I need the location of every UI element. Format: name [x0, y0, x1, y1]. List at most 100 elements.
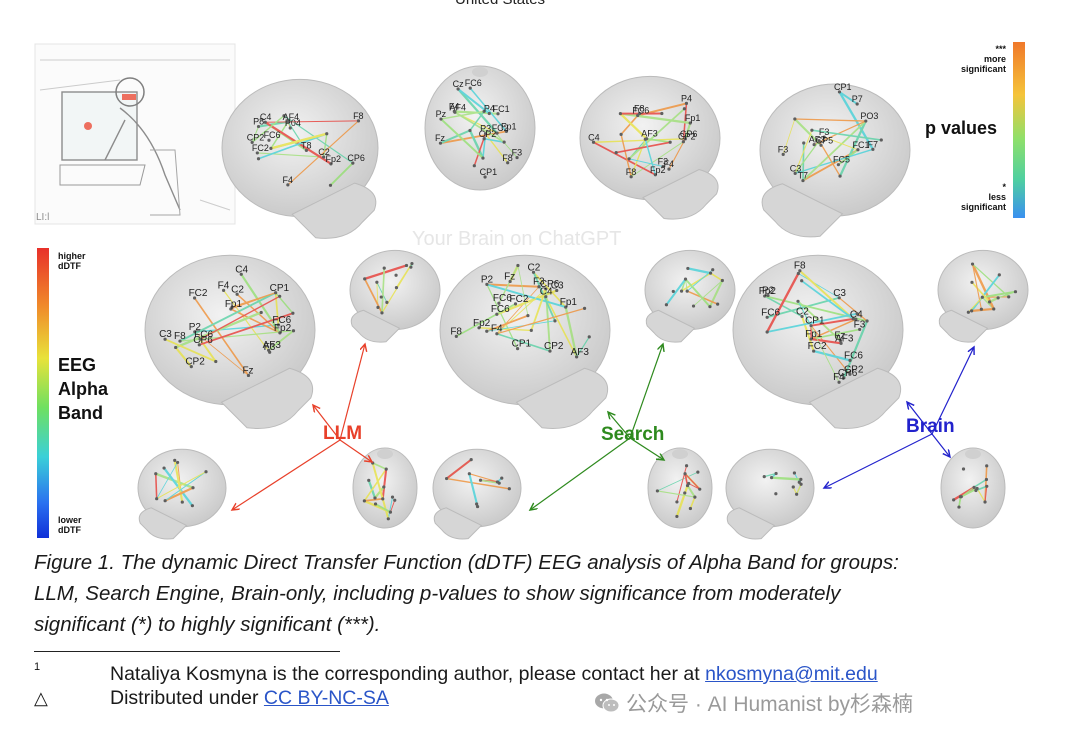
- electrode-label: C3: [551, 280, 564, 291]
- group-label-llm: LLM: [323, 423, 363, 444]
- electrode-label: F3: [854, 319, 866, 330]
- electrode-label: P2: [481, 274, 494, 285]
- electrode-label: F3: [778, 144, 789, 154]
- electrode-label: CP2: [678, 132, 696, 142]
- electrode-label: Fz: [834, 330, 845, 341]
- p-value-colorbar: [1013, 42, 1025, 218]
- electrode-label: F3: [819, 127, 830, 137]
- electrode-label: Fz: [435, 133, 445, 143]
- electrode-label: CP2: [185, 357, 205, 368]
- electrode-label: Fp2: [473, 318, 491, 329]
- electrode-label: Pz: [436, 109, 447, 119]
- p-value-less-label: * less significant: [950, 182, 1006, 212]
- electrode-label: P3: [480, 124, 491, 134]
- electrode-label: P04: [285, 118, 301, 128]
- electrode-label: F4: [491, 324, 503, 335]
- connections-head-3: [591, 101, 692, 179]
- connections-head-1: [250, 114, 361, 187]
- eeg-alpha-band-title: EEG Alpha Band: [58, 355, 109, 423]
- electrode-label: CP1: [834, 82, 852, 92]
- electrode-label: F4: [664, 159, 675, 169]
- electrode-label: F3: [533, 277, 545, 288]
- electrode-label: FC6: [465, 78, 482, 88]
- electrode-label: FC6: [844, 350, 863, 361]
- email-link[interactable]: nkosmyna@mit.edu: [705, 663, 878, 685]
- head-small-side-group-3: [937, 249, 1029, 343]
- electrode-label: F3: [658, 157, 669, 167]
- electrode-label: FC6: [491, 304, 510, 315]
- electrode-label: T8: [301, 140, 312, 150]
- labels-large-group-3: CP1CP2P2C2FC2C3F3FC6C4FzAF3Fp1CP6FC6F4Fp…: [759, 261, 866, 383]
- head-small-left-group-3: [725, 448, 815, 540]
- electrode-label: Fz: [504, 271, 515, 282]
- electrode-label: Fp2: [326, 154, 342, 164]
- connections-large-group-2: [454, 263, 591, 359]
- electrode-label: FC6: [272, 315, 291, 326]
- electrode-label: P2: [189, 322, 202, 333]
- labels-large-group-1: CP1CP2P2C2FC2C3F3FC6C4FzAF3Fp1CP6FC6F4Fp…: [159, 264, 292, 376]
- group-label-search: Search: [601, 424, 665, 445]
- license-link[interactable]: CC BY-NC-SA: [263, 687, 389, 709]
- electrode-label: CP6: [838, 368, 858, 379]
- electrode-label: F4: [833, 372, 845, 383]
- electrode-label: FC6: [761, 307, 780, 318]
- group-label-brain: Brain: [906, 416, 955, 437]
- electrode-label: FC2: [510, 294, 529, 305]
- connections-head-2: [438, 86, 519, 179]
- electrode-label: Fp1: [225, 299, 243, 310]
- eeg-lower-label: lower dDTF: [58, 515, 82, 535]
- electrode-label: FC6: [194, 329, 213, 340]
- head-small-left-group-2: [432, 448, 522, 540]
- electrode-label: CP1: [270, 283, 290, 294]
- head-large-group-3: [732, 254, 904, 429]
- electrode-label: FC6: [264, 130, 281, 140]
- connections-small-top-group-1: [362, 461, 397, 521]
- electrode-label: AF3: [809, 135, 826, 145]
- stars-top: ***: [995, 44, 1006, 54]
- electrode-label: P8: [253, 117, 264, 127]
- head-side-1: [221, 78, 379, 239]
- electrode-label: CP1: [805, 316, 825, 327]
- electrode-label: C2: [231, 284, 244, 295]
- electrode-label: C4: [850, 309, 863, 320]
- electrode-label: T7: [798, 171, 809, 181]
- electrode-label: FC2: [808, 341, 827, 352]
- figure-graphic: LI:l Your Brain on ChatGPT CP2C2FC2CP6C4…: [34, 42, 1029, 540]
- connections-small-side-group-1: [363, 261, 414, 315]
- electrode-label: CP6: [540, 279, 560, 290]
- electrode-label: F7: [868, 139, 879, 149]
- wechat-watermark: 公众号 · AI Humanist by杉森楠: [594, 688, 913, 718]
- head-small-side-group-2: [644, 249, 736, 343]
- figure-caption: Figure 1. The dynamic Direct Transfer Fu…: [34, 551, 899, 636]
- head-small-left-group-1: [137, 448, 227, 540]
- footnote-2: Distributed under CC BY-NC-SA: [110, 687, 389, 709]
- svg-text:LI:l: LI:l: [36, 212, 49, 223]
- electrode-label: C3: [159, 329, 172, 340]
- participant-sketch: LI:l: [34, 43, 236, 225]
- electrode-label: Fp1: [560, 297, 578, 308]
- electrode-label: F3: [512, 148, 523, 158]
- head-side-3: [579, 75, 721, 220]
- head-large-group-1: [144, 254, 316, 429]
- electrode-label: Fz: [242, 365, 253, 376]
- connections-small-side-group-3: [966, 262, 1018, 314]
- electrode-label: Fp1: [805, 329, 823, 340]
- electrode-label: C3: [833, 288, 846, 299]
- electrode-label: F4: [449, 101, 460, 111]
- electrode-label: C4: [260, 112, 272, 122]
- electrode-label: F8: [450, 326, 462, 337]
- electrode-label: C2: [796, 306, 809, 317]
- eeg-higher-label: higher dDTF: [58, 251, 86, 271]
- connections-large-group-1: [163, 272, 296, 378]
- electrode-label: P4: [681, 93, 692, 103]
- connections-small-top-group-3: [952, 464, 989, 509]
- electrode-label: FC2: [492, 123, 509, 133]
- connections-small-top-group-2: [655, 464, 702, 519]
- electrode-label: F8: [626, 167, 637, 177]
- electrode-label: CP1: [512, 339, 532, 350]
- connections-small-left-group-1: [154, 458, 208, 508]
- footnote-2-marker: △: [34, 688, 48, 708]
